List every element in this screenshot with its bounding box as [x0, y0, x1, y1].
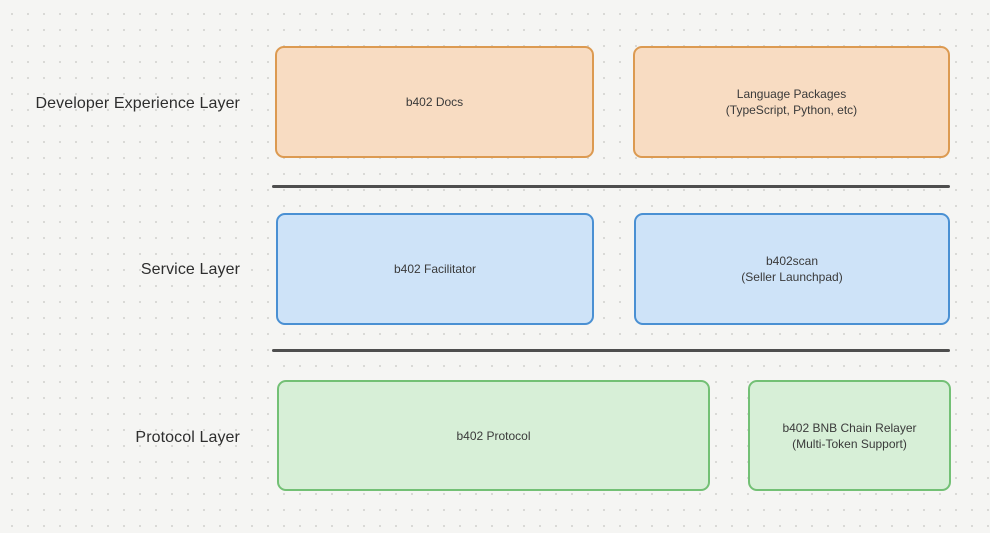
layer-divider	[272, 185, 950, 188]
node-b402-docs: b402 Docs	[275, 46, 594, 158]
node-label: b402 Docs	[405, 95, 464, 109]
node-label: b402 Facilitator	[393, 262, 477, 276]
node-language-packages: Language Packages (TypeScript, Python, e…	[633, 46, 950, 158]
node-b402-bnb-chain-relayer: b402 BNB Chain Relayer (Multi-Token Supp…	[748, 380, 951, 491]
node-label-line1: b402 BNB Chain Relayer	[782, 420, 917, 435]
node-label-line1: Language Packages	[736, 87, 847, 101]
node-label-line2: (Seller Launchpad)	[741, 270, 843, 284]
node-b402-facilitator: b402 Facilitator	[276, 213, 594, 325]
layer-label-protocol: Protocol Layer	[135, 429, 240, 446]
layer-label-service: Service Layer	[140, 261, 240, 278]
node-label-line2: (Multi-Token Support)	[792, 436, 907, 451]
layer-divider	[272, 349, 950, 352]
node-label: b402 Protocol	[456, 428, 531, 443]
node-label-line1: b402scan	[765, 254, 819, 268]
layer-label-developer-experience: Developer Experience Layer	[35, 95, 240, 112]
node-label-line2: (TypeScript, Python, etc)	[725, 103, 858, 117]
node-b402scan: b402scan (Seller Launchpad)	[634, 213, 950, 325]
node-b402-protocol: b402 Protocol	[277, 380, 710, 491]
